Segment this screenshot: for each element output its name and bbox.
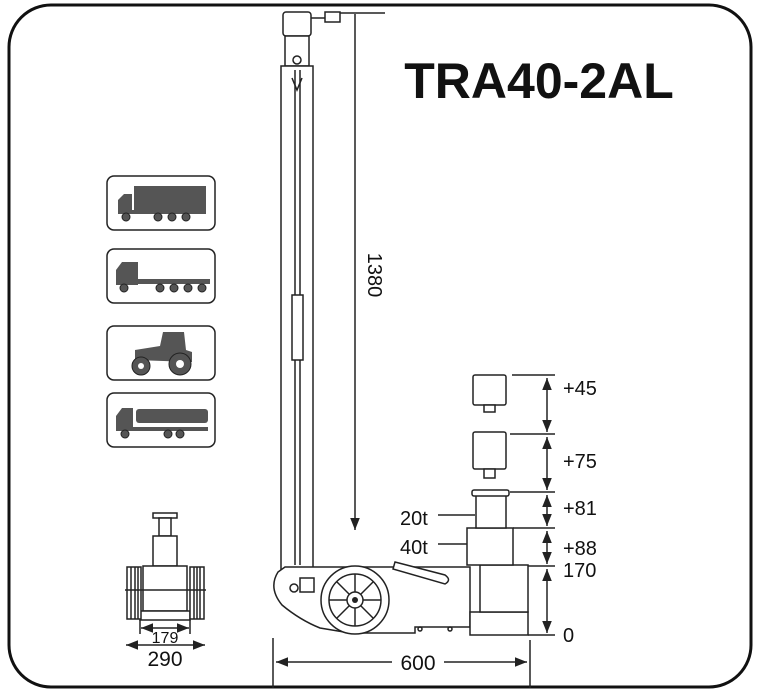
length-label: 600 [400, 652, 435, 675]
model-title: TRA40-2AL [404, 53, 673, 109]
frame-border [7, 3, 753, 689]
flatbed-trailer-icon [106, 248, 216, 304]
stage-label-40t: 40t [400, 537, 428, 559]
extension-piece-45 [472, 374, 507, 413]
jack-handle [280, 11, 385, 571]
jack-base [273, 561, 471, 635]
stroke-label-81: +81 [563, 498, 597, 520]
stroke-dimensions: +45 +75 +81 +88 170 0 [510, 374, 597, 647]
outer-width-label: 290 [147, 648, 182, 671]
tanker-truck-icon [106, 392, 216, 448]
height-dimension: 1380 [350, 14, 385, 530]
stroke-label-0: 0 [563, 625, 574, 647]
length-dimension: 600 [272, 638, 531, 688]
front-view: 179 290 [125, 512, 206, 671]
tractor-icon [106, 325, 216, 381]
truck-icon [106, 175, 216, 231]
ram-cylinders [466, 489, 529, 636]
extension-piece-75 [472, 431, 507, 479]
height-label: 1380 [363, 253, 385, 298]
stroke-label-88: +88 [563, 538, 597, 560]
stage-label-20t: 20t [400, 508, 428, 530]
stroke-label-45: +45 [563, 378, 597, 400]
stroke-label-75: +75 [563, 451, 597, 473]
stroke-label-170: 170 [563, 560, 596, 582]
